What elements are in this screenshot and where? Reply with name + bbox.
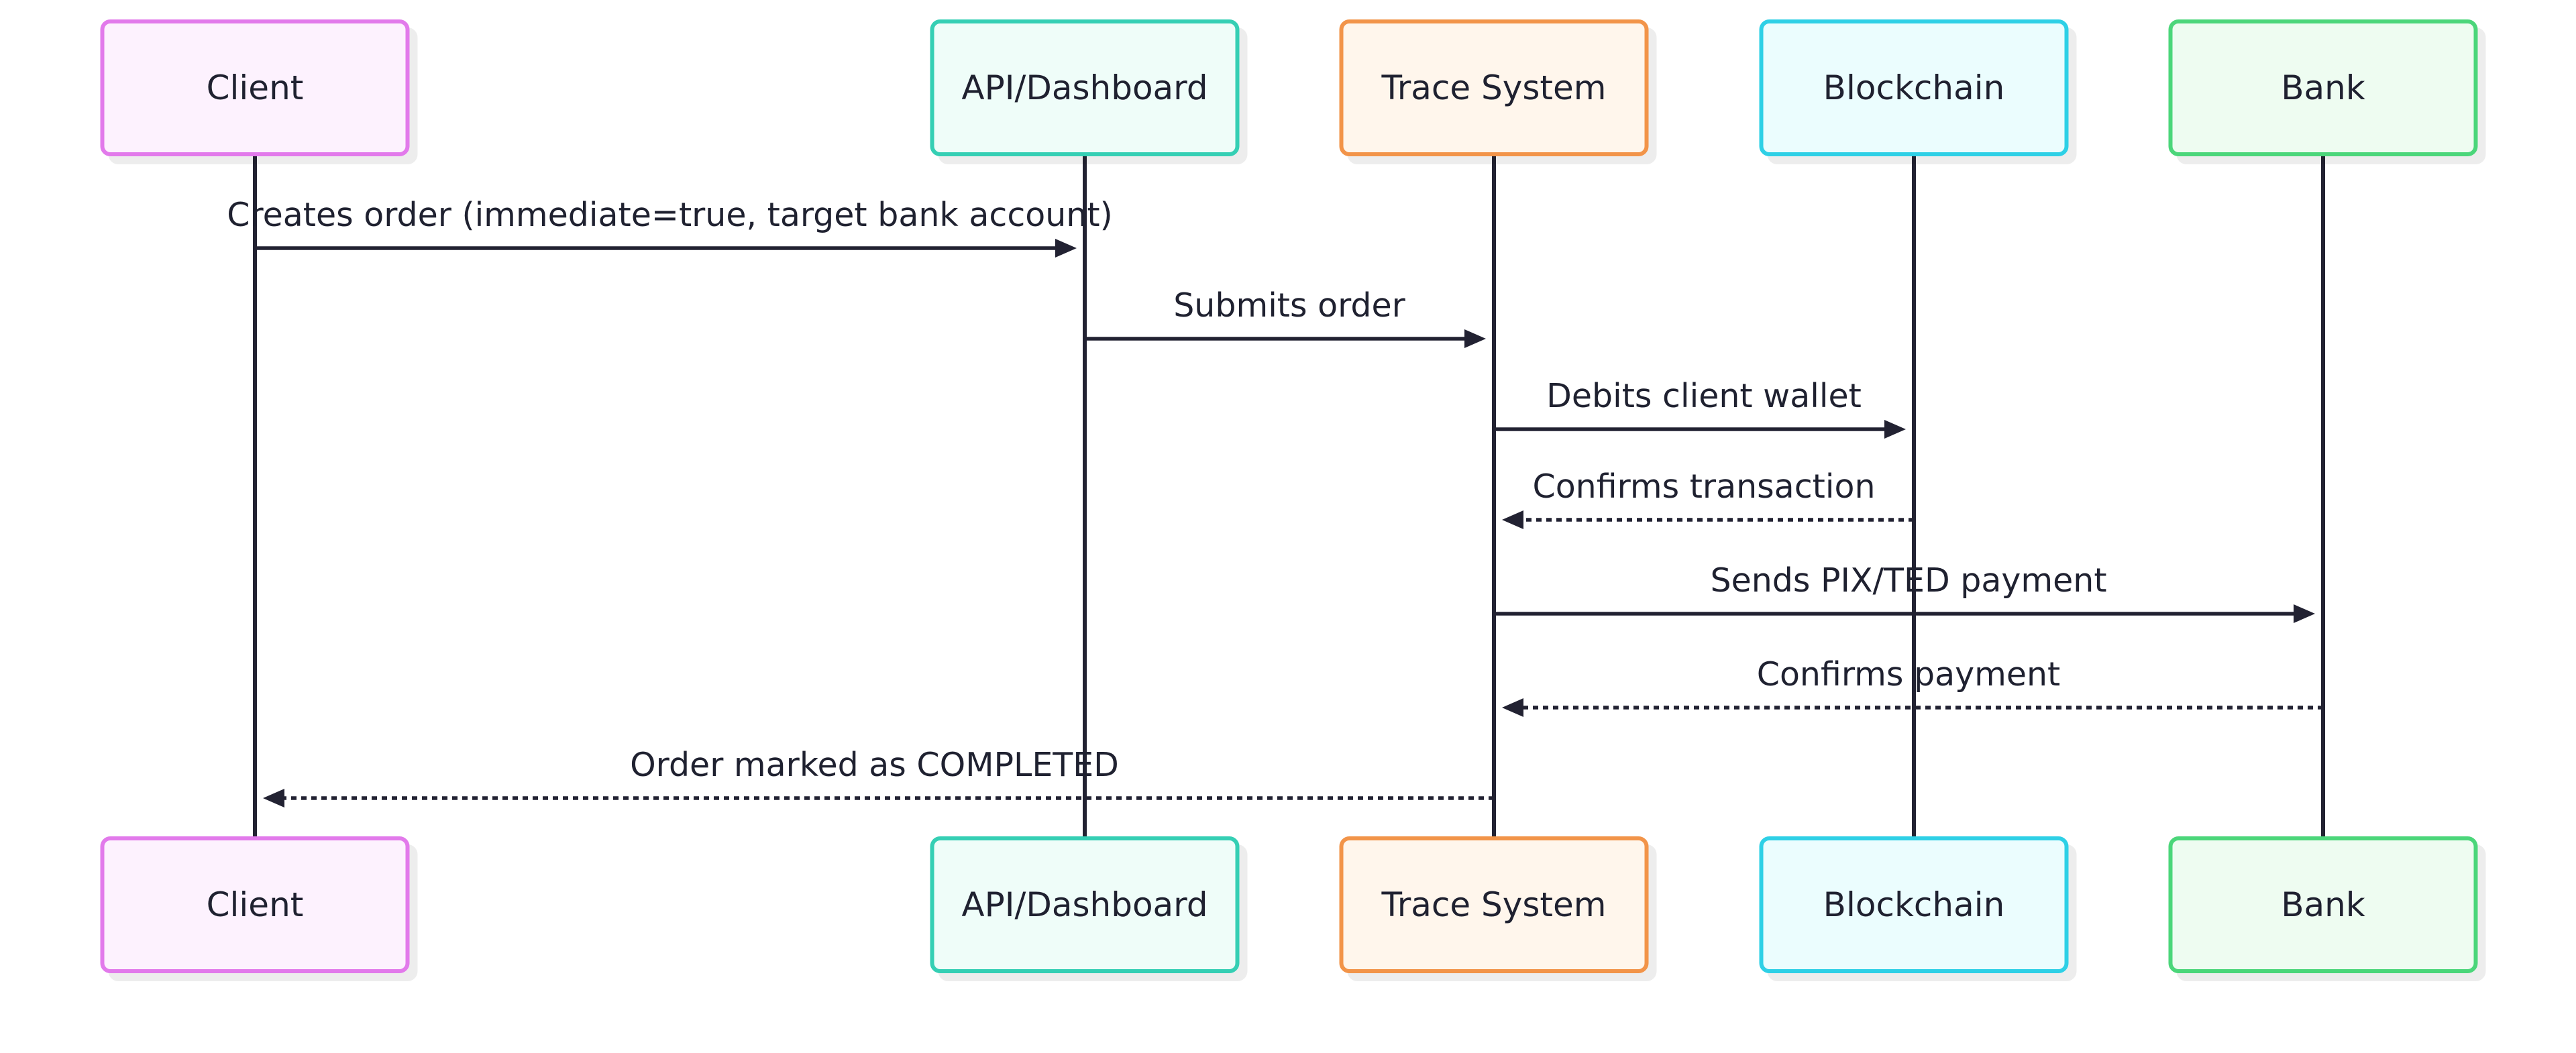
participant-blockchain-bottom: Blockchain: [1759, 836, 2069, 973]
message-7: Order marked as COMPLETED: [263, 746, 1494, 808]
message-label: Sends PIX/TED payment: [1710, 561, 2106, 600]
message-2: Submits order: [1085, 286, 1486, 348]
participant-box: [1759, 836, 2069, 973]
participant-blockchain-top: Blockchain: [1759, 19, 2069, 156]
participant-label: Blockchain: [1823, 885, 2005, 924]
arrowhead-icon: [1055, 239, 1077, 258]
participant-box: [1339, 19, 1649, 156]
participant-label: API/Dashboard: [961, 885, 1208, 924]
message-4: Confirms transaction: [1502, 467, 1914, 529]
participant-box: [100, 19, 410, 156]
message-5: Sends PIX/TED payment: [1494, 561, 2315, 623]
arrowhead-icon: [2294, 604, 2315, 623]
participant-bank-top: Bank: [2168, 19, 2478, 156]
participant-client-bottom: Client: [100, 836, 410, 973]
arrowhead-icon: [1464, 329, 1486, 348]
participant-label: API/Dashboard: [961, 68, 1208, 107]
participant-client-top: Client: [100, 19, 410, 156]
arrowhead-icon: [263, 789, 284, 808]
participant-box: [2168, 19, 2478, 156]
participant-label: Client: [207, 885, 304, 924]
message-6: Confirms payment: [1502, 655, 2323, 717]
arrowhead-icon: [1502, 510, 1523, 529]
message-label: Debits client wallet: [1546, 377, 1862, 415]
message-label: Confirms payment: [1757, 655, 2061, 694]
participant-box: [2168, 836, 2478, 973]
participant-trace-bottom: Trace System: [1339, 836, 1649, 973]
participant-box: [930, 836, 1240, 973]
message-3: Debits client wallet: [1494, 377, 1906, 439]
message-label: Confirms transaction: [1532, 467, 1875, 506]
participant-label: Client: [207, 68, 304, 107]
participant-label: Bank: [2281, 885, 2365, 924]
message-1: Creates order (immediate=true, target ba…: [227, 196, 1113, 258]
participant-trace-top: Trace System: [1339, 19, 1649, 156]
participant-box: [100, 836, 410, 973]
message-label: Order marked as COMPLETED: [630, 746, 1119, 784]
participant-box: [1759, 19, 2069, 156]
participant-label: Trace System: [1381, 68, 1607, 107]
participant-box: [930, 19, 1240, 156]
arrowhead-icon: [1884, 420, 1906, 439]
participant-label: Trace System: [1381, 885, 1607, 924]
participant-bank-bottom: Bank: [2168, 836, 2478, 973]
participant-label: Bank: [2281, 68, 2365, 107]
message-label: Creates order (immediate=true, target ba…: [227, 196, 1112, 234]
message-label: Submits order: [1173, 286, 1405, 325]
participant-api-bottom: API/Dashboard: [930, 836, 1240, 973]
participant-box: [1339, 836, 1649, 973]
arrowhead-icon: [1502, 698, 1523, 717]
participant-api-top: API/Dashboard: [930, 19, 1240, 156]
participant-label: Blockchain: [1823, 68, 2005, 107]
